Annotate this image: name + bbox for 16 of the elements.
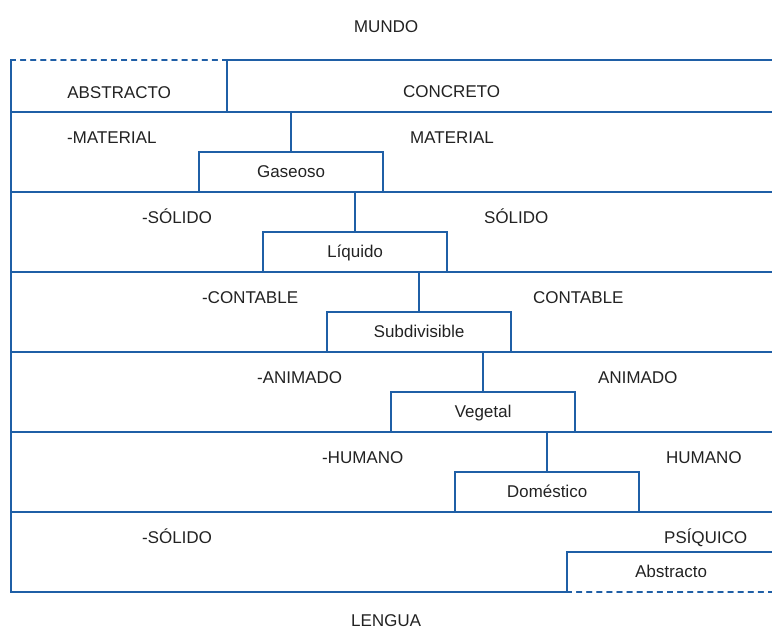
category-box: Doméstico bbox=[454, 471, 640, 513]
category-band: -ANIMADO ANIMADO Vegetal bbox=[10, 351, 772, 433]
category-band: -SÓLIDO SÓLIDO Líquido bbox=[10, 191, 772, 273]
top-label: MUNDO bbox=[352, 16, 420, 38]
category-band: -HUMANO HUMANO Doméstico bbox=[10, 431, 772, 513]
category-band: -CONTABLE CONTABLE Subdivisible bbox=[10, 271, 772, 353]
category-cell: ABSTRACTO bbox=[10, 59, 228, 113]
category-box: Líquido bbox=[262, 231, 448, 273]
category-band: -SÓLIDO PSÍQUICO Abstracto bbox=[10, 511, 772, 593]
category-box: Subdivisible bbox=[326, 311, 512, 353]
category-band: -MATERIAL MATERIAL Gaseoso bbox=[10, 111, 772, 193]
category-box: Gaseoso bbox=[198, 151, 384, 193]
bottom-label: LENGUA bbox=[350, 612, 422, 629]
category-box: Vegetal bbox=[390, 391, 576, 433]
category-box: Abstracto bbox=[566, 551, 772, 593]
category-cell: CONCRETO bbox=[226, 59, 772, 113]
